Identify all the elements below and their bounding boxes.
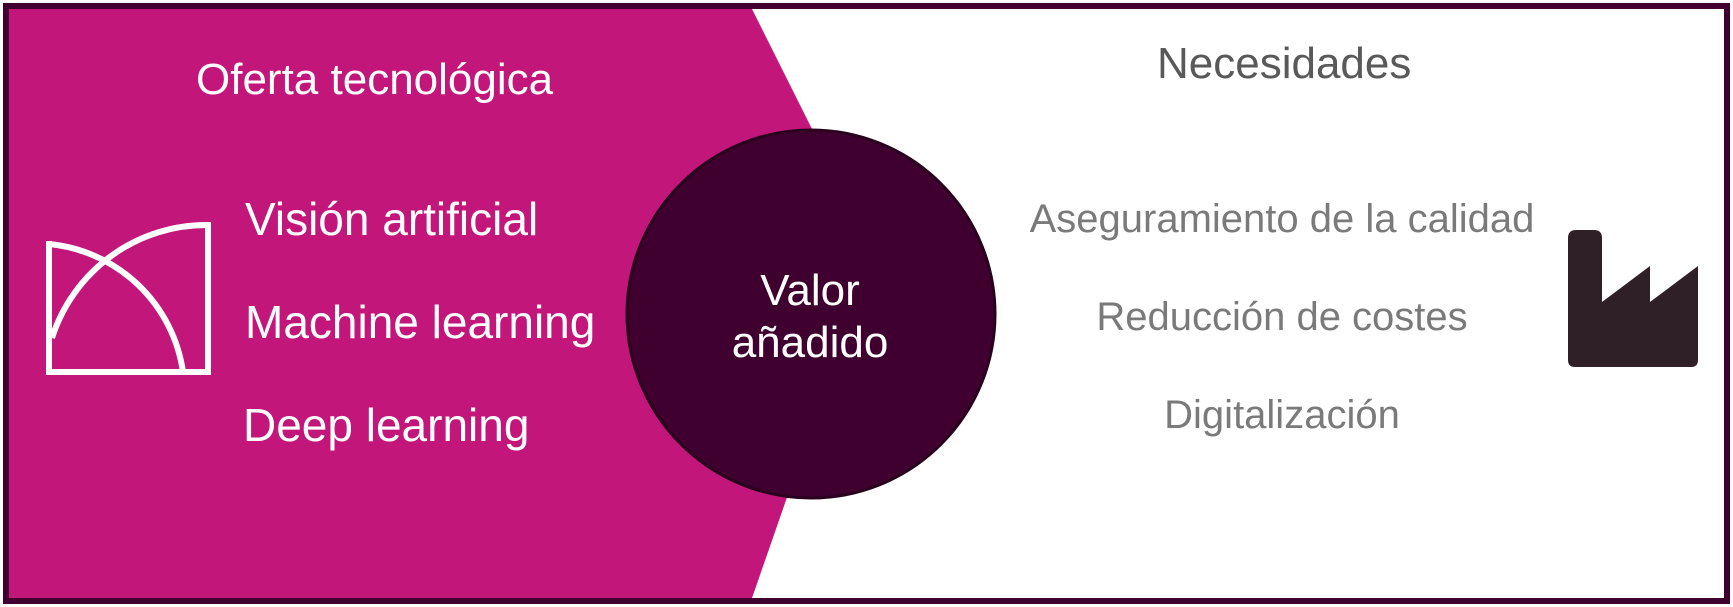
factory-icon — [1568, 230, 1698, 367]
offer-panel — [9, 9, 820, 598]
offer-item-computer-vision: Visión artificial — [245, 193, 539, 245]
needs-title: Necesidades — [1157, 39, 1412, 88]
offer-item-machine-learning: Machine learning — [245, 296, 596, 348]
offer-title: Oferta tecnológica — [196, 55, 554, 104]
value-label-line1: Valor — [760, 266, 860, 315]
arches-icon — [46, 221, 211, 375]
needs-item-cost-reduction: Reducción de costes — [1096, 295, 1468, 339]
needs-item-digitalization: Digitalización — [1164, 393, 1400, 437]
value-label: Valor añadido — [710, 265, 910, 369]
needs-item-quality: Aseguramiento de la calidad — [1029, 197, 1535, 241]
offer-item-deep-learning: Deep learning — [243, 399, 530, 451]
value-label-line2: añadido — [731, 317, 889, 367]
value-circle — [625, 128, 997, 500]
